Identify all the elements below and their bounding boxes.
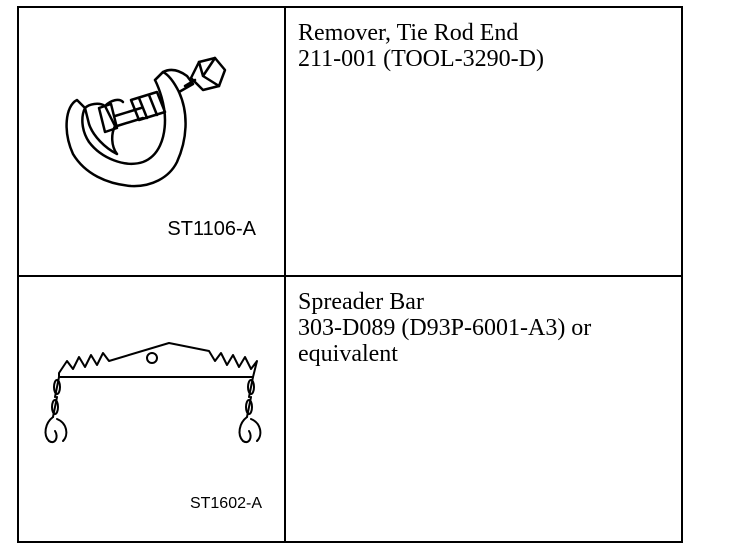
figure-id-label: ST1106-A <box>167 218 256 240</box>
tool-figure-cell: ST1602-A <box>17 275 286 543</box>
spreader-bar-icon <box>44 342 262 443</box>
tool-row-tie-rod-remover: ST1106-A Remover, Tie Rod End 211-001 (T… <box>17 6 683 277</box>
tool-figure-cell: ST1106-A <box>17 6 286 277</box>
tool-description-cell: Remover, Tie Rod End 211-001 (TOOL-3290-… <box>284 6 683 277</box>
tool-name: Remover, Tie Rod End <box>298 20 519 46</box>
tool-part-number: 303-D089 (D93P-6001-A3) or <box>298 315 592 341</box>
tool-note: equivalent <box>298 341 398 367</box>
tie-rod-end-remover-icon <box>65 56 227 188</box>
tool-row-spreader-bar: ST1602-A Spreader Bar 303-D089 (D93P-600… <box>17 275 683 543</box>
figure-id-label: ST1602-A <box>189 495 262 512</box>
tool-name: Spreader Bar <box>298 289 424 315</box>
special-tools-table: ST1106-A Remover, Tie Rod End 211-001 (T… <box>17 6 683 543</box>
tool-part-number: 211-001 (TOOL-3290-D) <box>298 46 544 72</box>
tool-description-cell: Spreader Bar 303-D089 (D93P-6001-A3) or … <box>284 275 683 543</box>
